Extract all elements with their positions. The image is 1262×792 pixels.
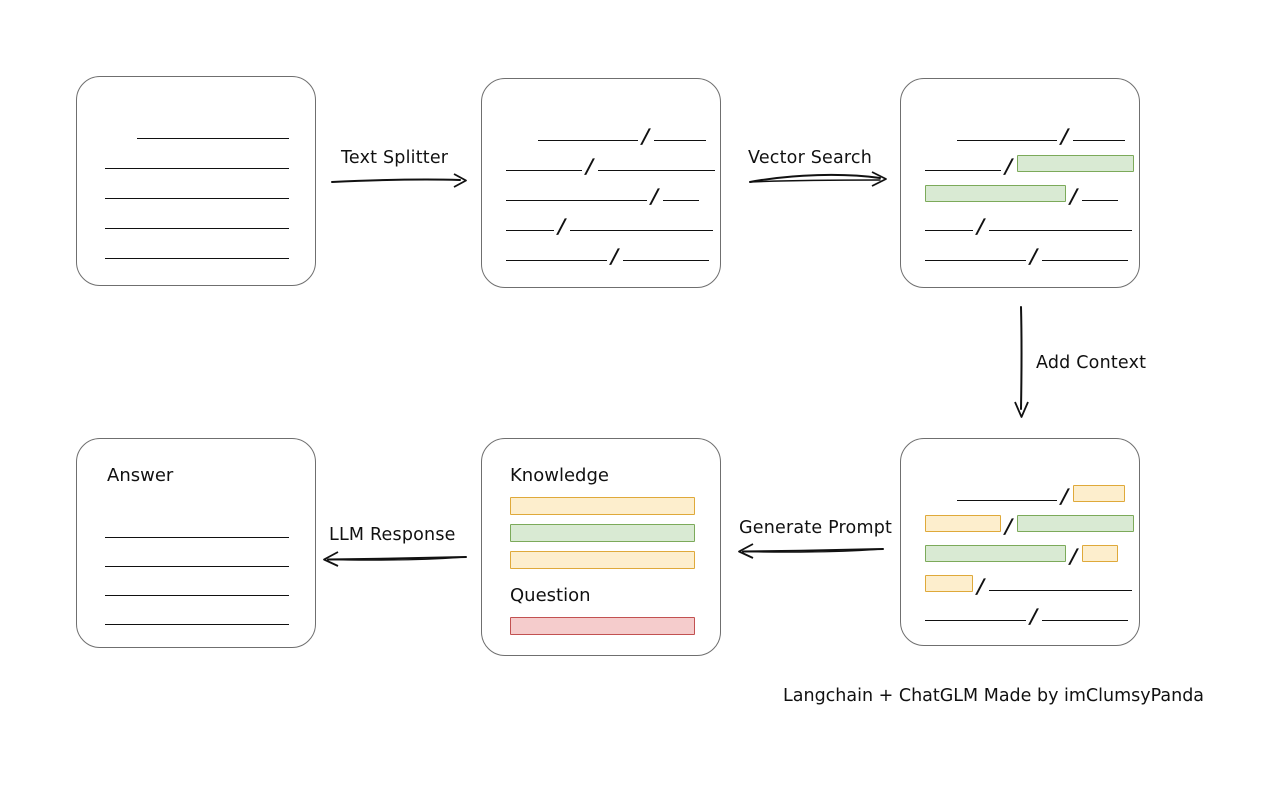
chunk-separator-slash: / [1058,124,1071,148]
node-answer[interactable]: Answer [76,438,316,648]
highlight-chip-green [925,185,1066,202]
chunk-separator-slash: / [639,124,652,148]
prompt-knowledge-bars [482,439,720,655]
text-rule [506,230,554,231]
arrow-label-generate-prompt: Generate Prompt [739,518,893,538]
text-rule [506,170,582,171]
highlight-chip-yellow [925,575,973,592]
text-rule [105,198,289,199]
prompt-question-bars [482,439,720,655]
chunk-separator-slash: / [1002,154,1015,178]
arrow-add-context [1014,306,1029,418]
arrow-text-splitter [331,173,467,188]
text-rule [925,260,1026,261]
split-chunks-lines: / / / / / [482,79,720,287]
source-document-lines [77,77,315,285]
highlight-chip-green [1017,155,1134,172]
text-rule [989,230,1132,231]
text-rule [105,624,289,625]
arrow-label-add-context: Add Context [1036,353,1147,373]
node-context-chunks[interactable]: / / / / / [900,438,1140,646]
chunk-separator-slash: / [1067,184,1080,208]
prompt-bar-red [510,617,695,635]
text-rule [1042,620,1128,621]
text-rule [506,260,607,261]
prompt-knowledge-label: Knowledge [510,465,609,486]
text-rule [1073,140,1125,141]
text-rule [538,140,638,141]
node-vector-matches[interactable]: / / / / / [900,78,1140,288]
chunk-separator-slash: / [583,154,596,178]
prompt-bar-yellow [510,551,695,569]
text-rule [105,566,289,567]
text-rule [1042,260,1128,261]
node-split-chunks[interactable]: / / / / / [481,78,721,288]
arrow-generate-prompt [738,543,884,559]
chunk-separator-slash: / [608,244,621,268]
node-prompt[interactable]: Knowledge Question [481,438,721,656]
text-rule [925,170,1001,171]
text-rule [654,140,706,141]
prompt-bar-yellow [510,497,695,515]
highlight-chip-yellow [1073,485,1125,502]
answer-title: Answer [107,465,174,486]
chunk-separator-slash: / [1027,604,1040,628]
chunk-separator-slash: / [974,574,987,598]
chunk-separator-slash: / [1002,514,1015,538]
chunk-separator-slash: / [974,214,987,238]
context-chunks-lines: / / / / / [901,439,1139,645]
chunk-separator-slash: / [555,214,568,238]
chunk-separator-slash: / [1067,544,1080,568]
text-rule [105,537,289,538]
text-rule [506,200,647,201]
footer-credit: Langchain + ChatGLM Made by imClumsyPand… [783,686,1205,706]
text-rule [598,170,715,171]
arrow-llm-response [323,551,467,567]
chunk-separator-slash: / [1027,244,1040,268]
vector-matches-lines: / / / / / [901,79,1139,287]
highlight-chip-yellow [925,515,1001,532]
arrow-label-llm-response: LLM Response [329,525,456,545]
arrow-label-vector-search: Vector Search [748,148,873,168]
text-rule [105,168,289,169]
text-rule [1082,200,1118,201]
text-rule [570,230,713,231]
text-rule [105,595,289,596]
prompt-question-label: Question [510,585,591,606]
text-rule [957,140,1057,141]
text-rule [925,230,973,231]
node-source-document[interactable] [76,76,316,286]
arrow-vector-search [749,171,887,187]
text-rule [105,228,289,229]
text-rule [105,258,289,259]
text-rule [663,200,699,201]
prompt-bar-green [510,524,695,542]
text-rule [623,260,709,261]
arrow-label-text-splitter: Text Splitter [341,148,449,168]
text-rule [137,138,289,139]
chunk-separator-slash: / [648,184,661,208]
chunk-separator-slash: / [1058,484,1071,508]
highlight-chip-green [925,545,1066,562]
answer-lines [77,439,315,647]
text-rule [925,620,1026,621]
highlight-chip-yellow [1082,545,1118,562]
text-rule [989,590,1132,591]
text-rule [957,500,1057,501]
highlight-chip-green [1017,515,1134,532]
